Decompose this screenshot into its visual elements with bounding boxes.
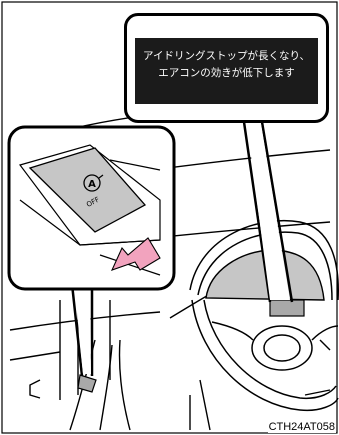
switch-symbol: A <box>88 179 96 190</box>
steering-wheel <box>189 219 339 412</box>
callout-pointer <box>242 121 294 303</box>
auto-a-icon <box>83 174 101 192</box>
callout-line-2: エアコンの効きが低下します <box>158 67 295 79</box>
press-arrow-icon <box>110 237 161 271</box>
switch-location-marker <box>77 374 97 393</box>
callout-message: アイドリングストップが長くなり、 エアコンの効きが低下します <box>135 38 318 104</box>
zoom-pointer <box>70 283 94 377</box>
figure-code: CTH24AT058 <box>267 421 336 433</box>
zoom-detail: A OFF <box>18 144 161 276</box>
callout-line-1: アイドリングストップが長くなり、 <box>142 50 311 62</box>
indicator-light <box>269 299 305 317</box>
